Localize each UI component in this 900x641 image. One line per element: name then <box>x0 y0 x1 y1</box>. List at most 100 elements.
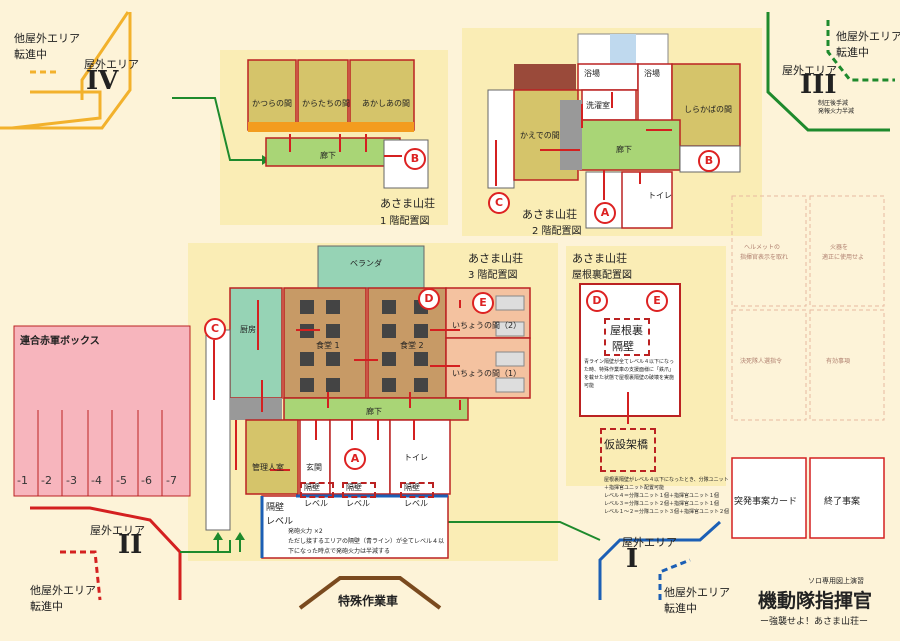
floor3-subtitle: 3 階配置図 <box>468 270 518 281</box>
logo-subtitle: ー強襲せよ！あさま山荘ー <box>760 617 869 627</box>
outside-i-label: 屋外エリア <box>622 536 677 549</box>
outside-iii-small2: 発報火力半減 <box>818 108 855 115</box>
red-level-3[interactable]: -3 <box>66 474 77 487</box>
marker-e-floor3[interactable]: E <box>472 292 494 314</box>
track-4[interactable]: 有効事項 <box>826 358 851 365</box>
outside-ii-note: 他屋外エリア <box>30 584 96 597</box>
fire-note-3: 下になった時点で発砲火力は半減する <box>288 548 391 555</box>
room-bath-small[interactable]: 浴場 <box>584 69 600 78</box>
outside-iv-numeral: IV <box>86 66 119 96</box>
outside-ii-note2: 転進中 <box>30 600 63 613</box>
red-level-5[interactable]: -5 <box>116 474 127 487</box>
room-laundry[interactable]: 洗濯室 <box>586 101 610 110</box>
marker-d-attic[interactable]: D <box>586 290 608 312</box>
track-1b: 指揮官表示を取れ <box>740 254 789 261</box>
outside-iii-note2: 転進中 <box>836 46 869 59</box>
marker-c-floor3[interactable]: C <box>204 318 226 340</box>
red-level-4[interactable]: -4 <box>91 474 102 487</box>
marker-d-floor3[interactable]: D <box>418 288 440 310</box>
floor3-entrance[interactable]: 玄関 <box>306 463 322 472</box>
level-label-3: レベル <box>404 499 428 508</box>
attic-rule-4: レベル１～２＝分隊ユニット３個＋指揮官ユニット２個 <box>604 509 730 515</box>
red-level-1[interactable]: -1 <box>17 474 28 487</box>
track-1[interactable]: ヘルメットの <box>744 244 781 251</box>
marker-b-floor1[interactable]: B <box>404 148 426 170</box>
floor2-corridor[interactable]: 廊下 <box>616 145 632 154</box>
outside-iii-numeral: III <box>800 70 837 100</box>
outside-iii-small1: 制圧後手減 <box>818 100 849 107</box>
track-2[interactable]: 火器を <box>830 244 849 251</box>
outside-ii-label: 屋外エリア <box>90 524 145 537</box>
attic-rule-3: レベル３＝分隊ユニット２個＋指揮官ユニット１個 <box>604 501 720 507</box>
red-level-6[interactable]: -6 <box>141 474 152 487</box>
line-iii <box>766 12 890 132</box>
room-karatachi[interactable]: からたちの間 <box>302 99 350 108</box>
wall-label-2: 隔壁 <box>346 483 362 492</box>
floor1-title: あさま山荘 <box>380 197 435 210</box>
sudden-card-slot[interactable]: 突発事案カード <box>734 497 798 507</box>
wall-label-3: 隔壁 <box>404 483 420 492</box>
wall-left-label: 隔壁 <box>266 503 285 513</box>
outside-iv-label: 屋外エリア <box>84 58 139 71</box>
track-2b: 適正に使用せよ <box>822 254 865 261</box>
floor3-corridor[interactable]: 廊下 <box>366 407 382 416</box>
outside-iii-note: 他屋外エリア <box>836 30 900 43</box>
red-box <box>13 325 191 497</box>
marker-e-attic[interactable]: E <box>646 290 668 312</box>
marker-b-floor2[interactable]: B <box>698 150 720 172</box>
logo-title: 機動隊指揮官 <box>758 590 873 612</box>
room-bath[interactable]: 浴場 <box>644 69 660 78</box>
floor1-subtitle: 1 階配置図 <box>380 216 430 227</box>
marker-c-floor2[interactable]: C <box>488 192 510 214</box>
room-kaede[interactable]: かえでの間 <box>520 131 560 140</box>
outside-i-note: 他屋外エリア <box>664 586 730 599</box>
line-iv <box>11 90 102 130</box>
level-left-label: レベル <box>266 517 294 527</box>
floor2-toilet[interactable]: トイレ <box>648 191 672 200</box>
red-level-7[interactable]: -7 <box>166 474 177 487</box>
outside-i-numeral: I <box>626 544 639 574</box>
floor3-veranda[interactable]: ベランダ <box>350 259 382 268</box>
bridge-box[interactable] <box>600 428 656 472</box>
attic-rule-1: ＋指揮官ユニット配置可能 <box>604 485 665 491</box>
floor3-dining1[interactable]: 食堂 1 <box>316 341 340 350</box>
wall-label-1: 隔壁 <box>304 483 320 492</box>
attic-note: 青ライン隔壁が全てレベル４以下になった時、特殊作業車の支援面様に「鉄爪」を載せた… <box>584 359 675 389</box>
wall-box-3[interactable] <box>400 482 434 498</box>
end-card-slot[interactable]: 終了事案 <box>824 497 861 507</box>
wall-box-2[interactable] <box>342 482 376 498</box>
red-level-2[interactable]: -2 <box>41 474 52 487</box>
outside-iv-note2: 転進中 <box>14 48 47 61</box>
attic-wall-box[interactable] <box>604 318 650 356</box>
floor3-title: あさま山荘 <box>468 252 523 265</box>
room-shirakaba[interactable]: しらかばの間 <box>684 105 732 114</box>
red-box-title: 連合赤軍ボックス <box>20 336 100 347</box>
floor1-corridor[interactable]: 廊下 <box>320 151 336 160</box>
floor3-kitchen[interactable]: 厨房 <box>240 325 256 334</box>
level-label-2: レベル <box>346 499 370 508</box>
outside-iii-label: 屋外エリア <box>782 64 837 77</box>
level-label-1: レベル <box>304 499 328 508</box>
wall-box-1[interactable] <box>300 482 334 498</box>
outside-ii-numeral: II <box>118 530 143 560</box>
attic-rule-2: レベル４＝分隊ユニット１個＋指揮官ユニット１個 <box>604 493 720 499</box>
marker-a-floor2[interactable]: A <box>594 202 616 224</box>
floor3-icho2[interactable]: いちょうの間（2） <box>452 321 522 330</box>
floor3-toilet[interactable]: トイレ <box>404 453 428 462</box>
attic-subtitle: 屋根裏配置図 <box>572 270 632 281</box>
track-3[interactable]: 決死隊人選指令 <box>740 358 783 365</box>
room-katsura[interactable]: かつらの間 <box>252 99 292 108</box>
special-vehicle-label[interactable]: 特殊作業車 <box>338 594 399 608</box>
floor3-icho1[interactable]: いちょうの間（1） <box>452 369 522 378</box>
outside-i-note2: 転進中 <box>664 602 697 615</box>
room-akashia[interactable]: あかしあの間 <box>362 99 410 108</box>
attic-wall-title: 屋根裏 <box>610 324 643 337</box>
marker-a-floor3[interactable]: A <box>344 448 366 470</box>
floor3-manager[interactable]: 管理人室 <box>252 463 284 472</box>
floor2-title: あさま山荘 <box>522 208 577 221</box>
floor3-dining2[interactable]: 食堂 2 <box>400 341 424 350</box>
fire-note-1: 発砲火力 ×2 <box>288 528 323 535</box>
line-ii <box>30 506 182 600</box>
